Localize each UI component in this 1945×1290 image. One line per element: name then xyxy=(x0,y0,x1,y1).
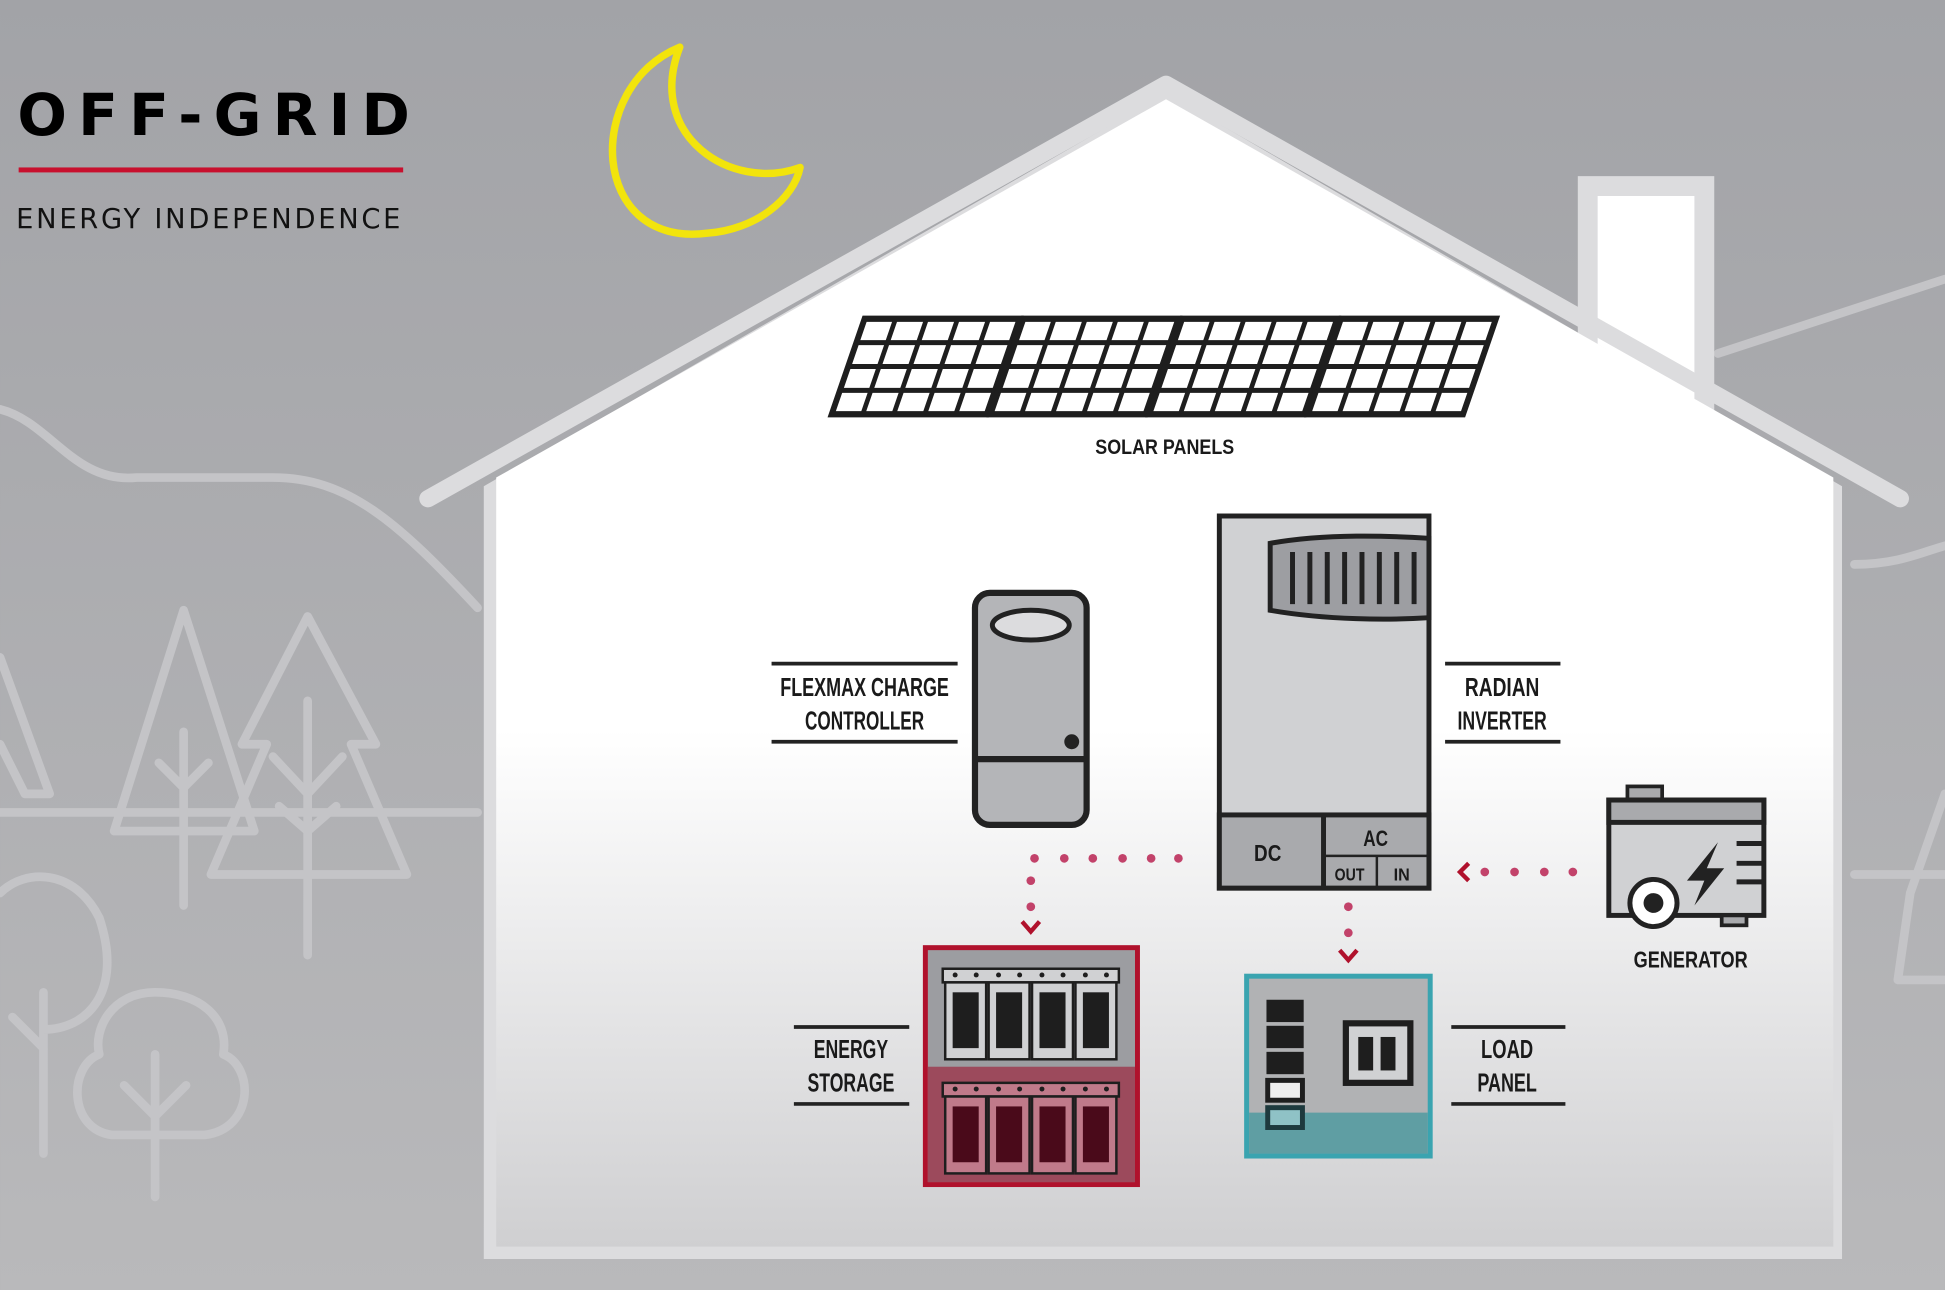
tree-icon xyxy=(109,605,259,910)
charge-controller-label: FLEXMAX CHARGE CONTROLLER xyxy=(771,661,958,744)
tree-icon xyxy=(0,653,54,799)
roof xyxy=(419,75,1909,508)
brand-logo: OFF-GRID ENERGY INDEPENDENCE xyxy=(16,81,421,235)
flow-dot xyxy=(1026,902,1036,912)
solar-panels-label: SOLAR PANELS xyxy=(1095,436,1234,459)
flow-dot xyxy=(1568,867,1578,877)
moon-icon xyxy=(608,43,804,238)
flow-dot xyxy=(1539,867,1549,877)
inverter-label: RADIAN INVERTER xyxy=(1445,661,1561,744)
tree-icon xyxy=(206,612,412,960)
brand-title: OFF-GRID xyxy=(17,81,421,149)
tree-icon xyxy=(0,872,112,1158)
inverter-out-label: OUT xyxy=(1335,865,1365,885)
solar-panel xyxy=(986,315,1183,418)
solar-panel xyxy=(827,315,1024,418)
inverter-in-label: IN xyxy=(1394,865,1410,885)
landscape-background xyxy=(0,274,1945,1202)
chevron-left-icon xyxy=(1456,861,1471,883)
flow-dot xyxy=(1030,854,1039,863)
flow-dot xyxy=(1174,854,1183,863)
energy-storage-label-line1: ENERGY xyxy=(814,1034,888,1064)
lightning-bolt-icon xyxy=(1686,842,1725,906)
load-panel-label-line1: LOAD xyxy=(1481,1034,1533,1064)
energy-storage-label: ENERGY STORAGE xyxy=(793,1025,910,1106)
house xyxy=(419,75,1909,1259)
inverter-ac-label: AC xyxy=(1363,826,1388,851)
load-panel-label: LOAD PANEL xyxy=(1451,1025,1566,1106)
chevron-down-icon xyxy=(1020,920,1042,935)
charge-controller xyxy=(971,589,1090,828)
load-panel xyxy=(1244,973,1433,1159)
flow-dot xyxy=(1118,854,1127,863)
flow-dot xyxy=(1510,867,1519,877)
radian-inverter: DC AC OUT IN xyxy=(1216,513,1432,891)
inverter-label-line2: INVERTER xyxy=(1457,705,1546,735)
tree-icon xyxy=(73,987,249,1202)
flow-dot xyxy=(1088,854,1098,863)
inverter-label-line1: RADIAN xyxy=(1465,672,1539,702)
chevron-down-icon xyxy=(1338,948,1359,964)
load-panel-label-line2: PANEL xyxy=(1477,1068,1537,1098)
charge-controller-label-line2: CONTROLLER xyxy=(805,705,924,735)
solar-panels xyxy=(827,315,1501,418)
generator xyxy=(1606,784,1767,930)
solar-panel xyxy=(1145,315,1342,418)
energy-storage xyxy=(922,945,1140,1188)
flow-dot xyxy=(1059,854,1069,863)
energy-storage-label-line2: STORAGE xyxy=(808,1068,895,1098)
brand-divider xyxy=(18,167,404,173)
inverter-dc-label: DC xyxy=(1254,840,1281,866)
flow-dot xyxy=(1480,867,1490,877)
generator-label: GENERATOR xyxy=(1634,947,1748,973)
flow-dot xyxy=(1343,902,1353,912)
solar-panel xyxy=(1303,315,1501,418)
energy-flow-arrows xyxy=(1020,854,1578,964)
charge-controller-label-line1: FLEXMAX CHARGE xyxy=(780,672,949,702)
brand-subtitle: ENERGY INDEPENDENCE xyxy=(16,204,403,235)
tree-icon xyxy=(1893,789,1945,985)
flow-dot xyxy=(1146,854,1156,863)
flow-dot xyxy=(1343,928,1353,938)
flow-dot xyxy=(1026,876,1036,886)
